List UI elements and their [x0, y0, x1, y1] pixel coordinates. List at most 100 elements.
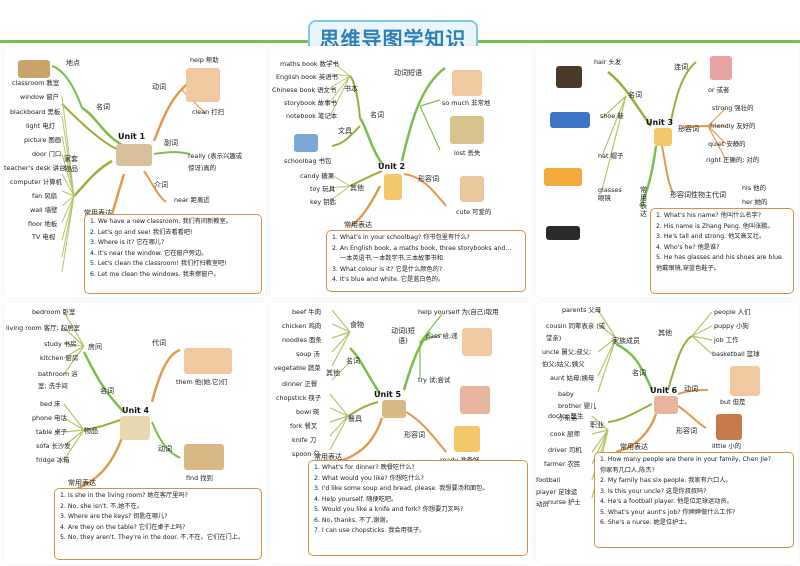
sentence-3: 4. It's near the window. 它在窗户旁边。: [90, 249, 208, 257]
unit-2-branches: [329, 59, 447, 228]
sentence-4: 5. Let's clean the classroom! 我们打扫教室吧!: [90, 260, 227, 267]
unit-3-title: Unit 3: [646, 118, 674, 127]
book-0: maths book 数学书: [280, 60, 339, 68]
furniture-0: bed 床: [40, 400, 61, 408]
adj-1: friendly 友好的: [710, 122, 756, 130]
adj-2: quiet 安静的: [708, 140, 746, 148]
cat-noun: 名词: [628, 91, 642, 99]
cat-verb: 动词: [158, 445, 172, 453]
unit-4-branches: [63, 311, 181, 492]
sentence-2: 3. I'd like some soup and bread, please.…: [314, 485, 489, 492]
sentence-1: 2. What would you like? 你想吃什么?: [314, 474, 424, 482]
sentence-0: 1. What's in your schoolbag? 你书包里有什么?: [332, 234, 470, 241]
sentence-2: 3. Where is it? 它在哪儿?: [90, 239, 165, 246]
but-picture: [730, 366, 760, 396]
unit-1-picture: [116, 144, 152, 166]
cat-adj: 形容词: [678, 125, 699, 133]
other-1: toy 玩具: [310, 185, 336, 193]
unit-3-panel: hair 头发 shoe 鞋 hat 帽子 glasses 眼镜 名词 Unit…: [536, 46, 798, 298]
tableware-1: bowl 碗: [296, 408, 320, 416]
hair-picture: [556, 66, 582, 88]
job-4: football player 足球运动员: [536, 476, 578, 508]
help-picture: [186, 68, 220, 102]
cat-phrases: 常用表达: [84, 209, 112, 217]
sentence-3: 4. Are they on the table? 它们在桌子上吗?: [60, 523, 186, 531]
cat-other: 其他: [658, 329, 672, 337]
unit-5-sentences: 1. What's for dinner? 晚餐吃什么? 2. What wou…: [308, 460, 528, 556]
room-4: bathroom 浴室; 洗手间: [38, 370, 78, 390]
sentence-0: 1. We have a new classroom. 我们有间新教室。: [90, 218, 232, 225]
sentence-5: 他戴眼镜,穿蓝色鞋子。: [656, 264, 720, 272]
unit-1-title: Unit 1: [118, 132, 146, 141]
cat-other: 其他: [350, 184, 364, 192]
tableware-3: knife 刀: [292, 436, 317, 444]
cat-food: 食物: [350, 321, 364, 329]
sentence-2: 一本英语书,一本数学书,三本故事书和: [340, 255, 443, 262]
verb-1: pass 给;递: [426, 332, 458, 340]
other-0: candy 糖果: [300, 172, 335, 180]
unit-1-sentences: 1. We have a new classroom. 我们有间新教室。 2. …: [84, 214, 262, 294]
adj: cute 可爱的: [456, 208, 492, 216]
room-3: kitchen 厨房: [40, 354, 79, 362]
unit-3-sentences: 1. What's his name? 他叫什么名字? 2. His name …: [650, 208, 794, 294]
cat-phrases: 常用表达: [620, 443, 648, 451]
cat-room: 房间: [88, 343, 102, 351]
stationery-0: schoolbag 书包: [284, 157, 332, 165]
food-1: chicken 鸡肉: [282, 322, 322, 330]
job-1: cook 厨师: [550, 430, 580, 438]
family-1: cousin 同辈表亲 (或堂亲): [546, 322, 606, 342]
cat-prep: 介词: [154, 181, 168, 189]
cat-place: 地点: [66, 59, 80, 67]
cat-job: 职业: [590, 421, 604, 429]
sentence-0: 1. How many people are there in your fam…: [600, 456, 772, 463]
unit-4-sentences: 1. Is she in the living room? 她在客厅里吗? 2.…: [54, 488, 262, 560]
noun-3: glasses 眼镜: [598, 186, 622, 202]
verb-0: help 帮助: [190, 56, 219, 64]
cat-phrases: 常用表达: [314, 453, 342, 461]
cat-book: 书本: [344, 85, 358, 93]
book-2: Chinese book 语文书: [272, 86, 337, 94]
family-2: uncle 舅父;叔父; 伯父;姑父;姨父: [542, 348, 592, 368]
cat-verb: 动词: [684, 385, 698, 393]
sentence-4: 4. He's a football player. 他是位足球运动员。: [600, 498, 733, 505]
lost-picture: [450, 116, 484, 144]
cat-pronoun: 代词: [152, 339, 166, 347]
cat-adj: 形容词: [418, 175, 439, 183]
other-1: puppy 小狗: [714, 322, 749, 330]
furniture-2: table 桌子: [36, 428, 67, 436]
cat-adverb: 副词: [164, 139, 178, 147]
sentence-1: 2. An English book, a maths book, three …: [332, 244, 512, 252]
noun-1: shoe 鞋: [600, 112, 624, 120]
verb-2: try 试;尝试: [418, 376, 451, 384]
verbphrase-0: so much 非常地: [442, 99, 491, 107]
cat-noun: 名词: [346, 357, 360, 365]
room-1: living room 客厅; 起居室: [6, 324, 80, 332]
unit-5-branches: [329, 309, 447, 466]
book-3: storybook 故事书: [284, 99, 337, 107]
item-2: light 电灯: [26, 122, 55, 130]
verb: but 但是: [720, 398, 746, 406]
so-much-picture: [452, 70, 482, 96]
family-3: aunt 姑母;姨母: [550, 374, 595, 382]
unit-2-title: Unit 2: [378, 162, 406, 171]
sentence-3: 4. Who's he? 他是谁?: [656, 243, 720, 251]
tableware-4: spoon 勺: [292, 450, 320, 458]
sentence-6: 7. I can use chopsticks. 我会用筷子。: [314, 527, 426, 534]
cat-furniture: 家套物品: [64, 155, 78, 173]
unit-2-panel: maths book 数学书 English book 英语书 Chinese …: [270, 46, 532, 298]
hat-picture: [544, 168, 582, 186]
cat-verb: 动词(短语): [391, 327, 415, 345]
verbphrase-1: lost 丢失: [454, 149, 481, 157]
pronoun: them 他(她,它)们: [176, 378, 228, 386]
other-2: key 钥匙: [310, 198, 336, 206]
cat-tableware: 餐具: [348, 415, 362, 423]
cat-conj: 连词: [674, 63, 688, 71]
cat-noun: 名词: [632, 369, 646, 377]
noun-2: hat 帽子: [598, 152, 624, 160]
verb-1: clean 打扫: [192, 108, 224, 116]
conj: or 或者: [708, 86, 730, 94]
sentence-2: 3. He's tall and strong. 他又高又壮。: [656, 233, 766, 240]
adj: little 小的: [712, 442, 742, 450]
food-0: beef 牛肉: [292, 308, 321, 316]
